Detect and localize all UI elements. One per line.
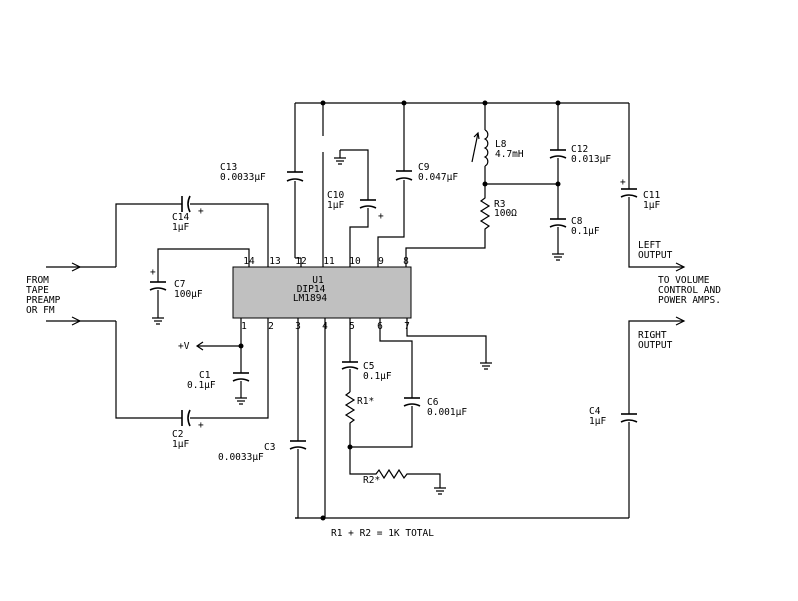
pin11-pin4-wire (322, 103, 326, 518)
pin7-ground (406, 318, 492, 370)
capacitor-c8: C8 0.1µF (549, 216, 600, 261)
c8-ref: C8 (571, 216, 583, 227)
input-label: FROM TAPE PREAMP OR FM (26, 275, 61, 316)
pin-label-13: 13 (269, 256, 280, 267)
c1-value: 0.1µF (187, 380, 216, 391)
c1-ref: C1 (199, 370, 211, 381)
capacitor-c14: + C14 1µF (115, 195, 269, 267)
left-output-line1: LEFT (638, 240, 661, 251)
capacitor-c1: +V C1 0.1µF (178, 318, 250, 405)
c8-value: 0.1µF (571, 226, 600, 237)
left-output-line2: OUTPUT (638, 250, 673, 261)
c7-plus: + (150, 267, 156, 278)
capacitor-c10: + C10 1µF (327, 149, 384, 267)
resistor-note: R1 + R2 = 1K TOTAL (331, 528, 434, 539)
c5-ref: C5 (363, 361, 374, 372)
r1-ref: R1* (357, 396, 374, 407)
capacitor-c13: C13 0.0033µF (220, 103, 304, 267)
input-line4: OR FM (26, 305, 55, 316)
c14-plus: + (198, 206, 204, 217)
l8-ref: L8 (495, 139, 507, 150)
c11-value: 1µF (643, 200, 660, 211)
destination-line1: TO VOLUME (658, 275, 710, 286)
capacitor-c6: C6 0.001µF (350, 318, 467, 448)
input-arrows (46, 262, 116, 326)
c10-ref: C10 (327, 190, 344, 201)
c6-value: 0.001µF (427, 407, 467, 418)
pin-label-2: 2 (268, 321, 274, 332)
c4-value: 1µF (589, 416, 606, 427)
l8-value: 4.7mH (495, 149, 524, 160)
c10-value: 1µF (327, 200, 344, 211)
input-line1: FROM (26, 275, 49, 286)
right-output-line1: RIGHT (638, 330, 667, 341)
r2-ref: R2* (363, 475, 380, 486)
pin-label-1: 1 (241, 321, 247, 332)
resistor-r1: R1* (344, 391, 374, 450)
c5-value: 0.1µF (363, 371, 392, 382)
c14-value: 1µF (172, 222, 189, 233)
r3-value: 100Ω (494, 208, 517, 219)
destination-line2: CONTROL AND (658, 285, 721, 296)
r3-ref: R3 (494, 199, 505, 210)
inductor-l8: L8 4.7mH (471, 103, 524, 184)
pin-label-10: 10 (349, 256, 361, 267)
c12-value: 0.013µF (571, 154, 611, 165)
input-line3: PREAMP (26, 295, 61, 306)
c6-ref: C6 (427, 397, 439, 408)
destination-line3: POWER AMPS. (658, 295, 721, 306)
capacitor-c11: + C11 1µF (620, 103, 686, 272)
capacitor-c9: C9 0.047µF (377, 103, 458, 267)
c3-value: 0.0033µF (218, 452, 264, 463)
c11-ref: C11 (643, 190, 660, 201)
resistor-r3: R3 100Ω (405, 181, 517, 267)
pin-label-9: 9 (378, 256, 384, 267)
ic-package: DIP14 (297, 284, 326, 295)
capacitor-c3: C3 0.0033µF (218, 318, 307, 519)
capacitor-c5: C5 0.1µF (341, 318, 392, 392)
c13-value: 0.0033µF (220, 172, 266, 183)
c10-plus: + (378, 211, 384, 222)
c7-value: 100µF (174, 289, 203, 300)
c7-ref: C7 (174, 279, 185, 290)
ic-ref: U1 (312, 275, 324, 286)
c14-ref: C14 (172, 212, 189, 223)
c9-value: 0.047µF (418, 172, 458, 183)
ic-body (232, 266, 412, 319)
c3-ref: C3 (264, 442, 275, 453)
capacitor-c4: C4 1µF (589, 316, 686, 518)
resistor-r2: R2* (349, 447, 446, 495)
capacitor-c2: + C2 1µF (115, 318, 269, 450)
c2-ref: C2 (172, 429, 183, 440)
capacitor-c7: + C7 100µF (149, 248, 250, 325)
c11-plus: + (620, 177, 626, 188)
c4-ref: C4 (589, 406, 601, 417)
right-output-line2: OUTPUT (638, 340, 673, 351)
pin-label-5: 5 (349, 321, 355, 332)
c12-ref: C12 (571, 144, 588, 155)
supply-label: +V (178, 341, 190, 352)
c2-value: 1µF (172, 439, 189, 450)
input-line2: TAPE (26, 285, 49, 296)
c13-ref: C13 (220, 162, 237, 173)
bottom-rail (295, 515, 629, 521)
pin-label-11: 11 (323, 256, 335, 267)
ic-part: LM1894 (293, 293, 328, 304)
capacitor-c12: C12 0.013µF (485, 103, 611, 254)
ic-u1: U1 DIP14 LM1894 14 13 12 11 10 9 8 1 2 3… (232, 256, 412, 332)
c9-ref: C9 (418, 162, 430, 173)
top-rail (295, 100, 629, 106)
c2-plus: + (198, 420, 204, 431)
